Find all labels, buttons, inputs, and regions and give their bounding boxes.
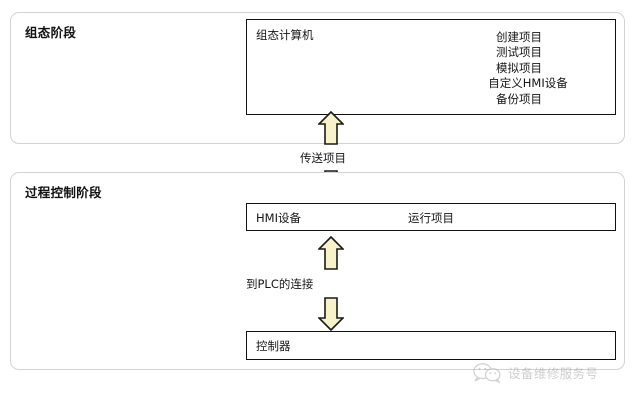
- task-item-create-project: 创建项目: [496, 30, 542, 44]
- node-label-configuration-computer: 组态计算机: [256, 28, 314, 42]
- phase-title-process-control: 过程控制阶段: [25, 185, 102, 200]
- arrow-up-plc-connection-icon: [318, 236, 344, 270]
- node-box-hmi-device: HMI设备 运行项目: [246, 203, 616, 231]
- node-center-label-runtime-project: 运行项目: [408, 211, 454, 225]
- task-item-backup-project: 备份项目: [496, 91, 542, 106]
- phase-title-configuration: 组态阶段: [25, 25, 77, 40]
- arrow-down-plc-connection-icon: [318, 297, 344, 331]
- task-item-customize-hmi-device: 自定义HMI设备: [488, 76, 568, 91]
- node-box-controller: 控制器: [246, 331, 616, 360]
- node-label-controller: 控制器: [256, 339, 291, 353]
- arrow-up-transfer-icon: [318, 111, 344, 145]
- watermark: 设备维修服务号: [472, 362, 598, 383]
- task-item-test-project: 测试项目: [496, 45, 542, 60]
- node-box-configuration-computer: 组态计算机 创建项目 测试项目 模拟项目 自定义HMI设备 备份项目: [246, 19, 616, 115]
- connector-label-transfer: 传送项目: [300, 151, 346, 165]
- watermark-text: 设备维修服务号: [508, 366, 599, 381]
- task-list-configuration: 创建项目 测试项目 模拟项目 自定义HMI设备 备份项目: [439, 30, 599, 107]
- task-item-simulate-project: 模拟项目: [496, 60, 542, 75]
- wechat-icon: [472, 362, 502, 383]
- connector-label-plc-connection: 到PLC的连接: [246, 277, 314, 291]
- node-label-hmi-device: HMI设备: [256, 211, 301, 225]
